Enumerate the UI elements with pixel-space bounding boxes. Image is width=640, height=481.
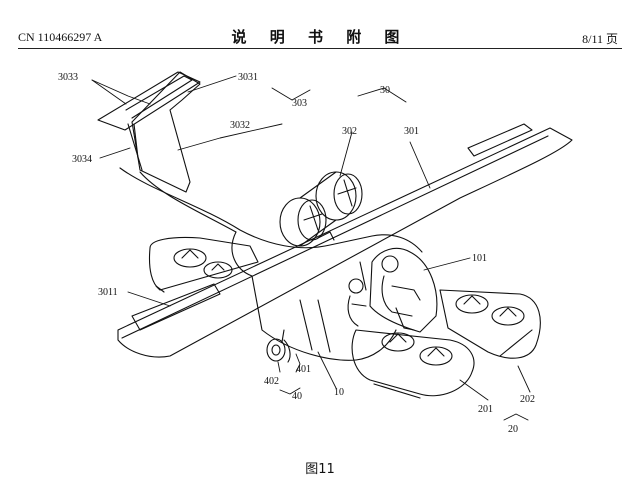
label-401: 401 <box>296 364 311 375</box>
figure-caption: 图11 <box>305 462 335 477</box>
label-3033: 3033 <box>58 72 78 83</box>
label-101: 101 <box>472 253 487 264</box>
label-3011: 3011 <box>98 287 118 298</box>
ducted-fans <box>279 171 363 247</box>
label-202: 202 <box>520 394 535 405</box>
page-number: 8/11 页 <box>582 32 618 46</box>
label-20: 20 <box>508 424 518 435</box>
header-rule <box>18 48 622 49</box>
tail-assembly <box>97 71 201 193</box>
label-30: 30 <box>380 85 390 96</box>
label-3034: 3034 <box>72 154 92 165</box>
right-float <box>439 289 541 359</box>
label-201: 201 <box>478 404 493 415</box>
fuselage <box>119 167 423 361</box>
label-303: 303 <box>292 98 307 109</box>
label-10: 10 <box>334 387 344 398</box>
left-float <box>148 236 259 293</box>
label-3031: 3031 <box>238 72 258 83</box>
leader-lines <box>91 75 531 421</box>
reference-labels: 3033 3031 303 30 3032 302 301 3034 101 3… <box>58 72 535 435</box>
front-float <box>351 329 475 399</box>
document-number: CN 110466297 A <box>18 30 103 44</box>
cabin-and-pilots <box>347 247 438 333</box>
label-40: 40 <box>292 391 302 402</box>
main-wing <box>117 123 573 358</box>
label-301: 301 <box>404 126 419 137</box>
landing-gear <box>266 329 291 363</box>
label-3032: 3032 <box>230 120 250 131</box>
label-302: 302 <box>342 126 357 137</box>
label-402: 402 <box>264 376 279 387</box>
sheet-title: 说 明 书 附 图 <box>231 28 409 46</box>
